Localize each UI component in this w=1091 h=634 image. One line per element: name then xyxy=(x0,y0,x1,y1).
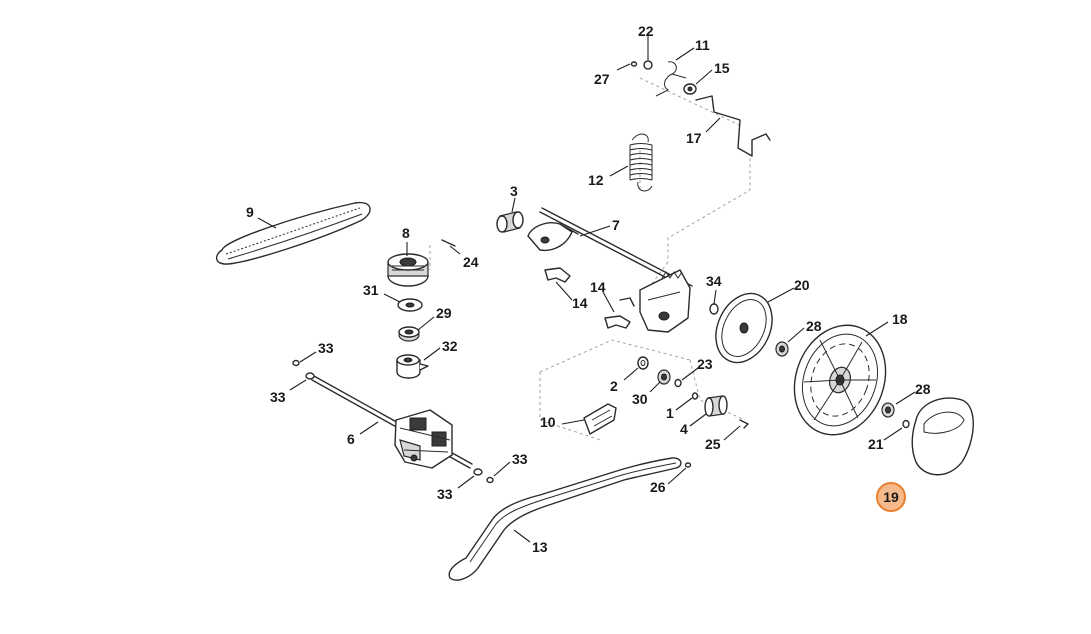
label-part-11[interactable]: 11 xyxy=(695,37,710,53)
part-30-bearing[interactable] xyxy=(657,369,671,385)
label-part-3[interactable]: 3 xyxy=(510,183,518,199)
part-21-nut[interactable] xyxy=(902,419,910,429)
part-20-hub-cap[interactable] xyxy=(705,284,783,371)
part-32-bushing[interactable] xyxy=(396,354,429,379)
label-part-23[interactable]: 23 xyxy=(697,356,713,372)
label-part-28-lower[interactable]: 28 xyxy=(915,381,931,397)
label-part-1[interactable]: 1 xyxy=(666,405,674,421)
part-3-roller[interactable] xyxy=(496,211,524,233)
label-part-7[interactable]: 7 xyxy=(612,217,620,233)
part-29-bearing[interactable] xyxy=(398,326,420,342)
part-17-rod[interactable] xyxy=(695,95,771,157)
label-part-21[interactable]: 21 xyxy=(868,436,884,452)
part-33-ring-left[interactable] xyxy=(305,372,315,380)
label-part-9[interactable]: 9 xyxy=(246,204,254,220)
label-part-29[interactable]: 29 xyxy=(436,305,452,321)
label-part-14-right[interactable]: 14 xyxy=(590,279,606,295)
label-part-31[interactable]: 31 xyxy=(363,282,379,298)
label-part-4[interactable]: 4 xyxy=(680,421,688,437)
label-part-6[interactable]: 6 xyxy=(347,431,355,447)
height-sector-plate[interactable] xyxy=(639,269,691,333)
label-part-22[interactable]: 22 xyxy=(638,23,654,39)
part-14-clip-lower[interactable] xyxy=(604,297,635,329)
part-11-torsion-spring[interactable] xyxy=(655,61,687,97)
leader-lines xyxy=(257,36,916,543)
label-part-33-left[interactable]: 33 xyxy=(270,389,286,405)
label-part-8[interactable]: 8 xyxy=(402,225,410,241)
label-part-10[interactable]: 10 xyxy=(540,414,556,430)
part-28-bearing-inner[interactable] xyxy=(775,341,789,357)
part-27-pin[interactable] xyxy=(630,61,638,67)
part-15-nut[interactable] xyxy=(683,83,697,95)
label-part-26[interactable]: 26 xyxy=(650,479,666,495)
part-12-spring[interactable] xyxy=(629,133,653,192)
part-31-washer[interactable] xyxy=(397,298,423,312)
part-4-pinion[interactable] xyxy=(704,395,728,417)
label-part-15[interactable]: 15 xyxy=(714,60,730,76)
part-1-ring[interactable] xyxy=(691,392,699,400)
label-part-32[interactable]: 32 xyxy=(442,338,458,354)
part-28-bearing-outer[interactable] xyxy=(881,402,895,418)
part-23-ring[interactable] xyxy=(674,378,682,388)
part-14-clip-upper[interactable] xyxy=(544,267,571,283)
label-part-34[interactable]: 34 xyxy=(706,273,722,289)
part-26-screw[interactable] xyxy=(684,462,692,468)
part-10-guide[interactable] xyxy=(583,403,617,435)
label-part-12[interactable]: 12 xyxy=(588,172,604,188)
label-part-25[interactable]: 25 xyxy=(705,436,721,452)
part-33-ring-lower-right[interactable] xyxy=(486,476,494,484)
part-9-drive-belt[interactable] xyxy=(215,201,371,265)
highlight-circle xyxy=(876,482,906,512)
part-22-washer[interactable] xyxy=(643,60,653,70)
part-25-clip[interactable] xyxy=(739,419,749,429)
label-part-20[interactable]: 20 xyxy=(794,277,810,293)
label-part-14-left[interactable]: 14 xyxy=(572,295,588,311)
part-2-washer[interactable] xyxy=(637,356,649,370)
label-part-27[interactable]: 27 xyxy=(594,71,610,87)
label-part-13[interactable]: 13 xyxy=(532,539,548,555)
label-part-24[interactable]: 24 xyxy=(463,254,479,270)
part-18-wheel[interactable] xyxy=(780,312,901,447)
part-6-gearbox-axle[interactable] xyxy=(311,375,473,469)
label-part-17[interactable]: 17 xyxy=(686,130,702,146)
label-part-30[interactable]: 30 xyxy=(632,391,648,407)
part-34-nut[interactable] xyxy=(709,303,719,315)
label-part-28-upper[interactable]: 28 xyxy=(806,318,822,334)
label-part-33-right[interactable]: 33 xyxy=(512,451,528,467)
label-part-33-upper-left[interactable]: 33 xyxy=(318,340,334,356)
label-part-19: 19 xyxy=(883,489,899,505)
assembly-guide-lines xyxy=(429,77,751,441)
part-33-ring-right[interactable] xyxy=(473,468,483,476)
part-33-ring-upper-left[interactable] xyxy=(292,359,300,367)
label-part-33-lower[interactable]: 33 xyxy=(437,486,453,502)
part-19-wheel-cover[interactable] xyxy=(911,397,974,476)
highlight-badge-part-19[interactable]: 19 xyxy=(876,482,906,512)
part-24-pin[interactable] xyxy=(441,239,456,247)
part-labels: 1 2 3 4 6 7 8 9 10 11 12 13 14 14 15 17 … xyxy=(246,23,931,555)
label-part-18[interactable]: 18 xyxy=(892,311,908,327)
part-13-height-lever[interactable] xyxy=(448,457,682,581)
label-part-2[interactable]: 2 xyxy=(610,378,618,394)
part-7-height-adjust-shaft[interactable] xyxy=(527,207,693,291)
part-8-pulley[interactable] xyxy=(387,253,429,287)
